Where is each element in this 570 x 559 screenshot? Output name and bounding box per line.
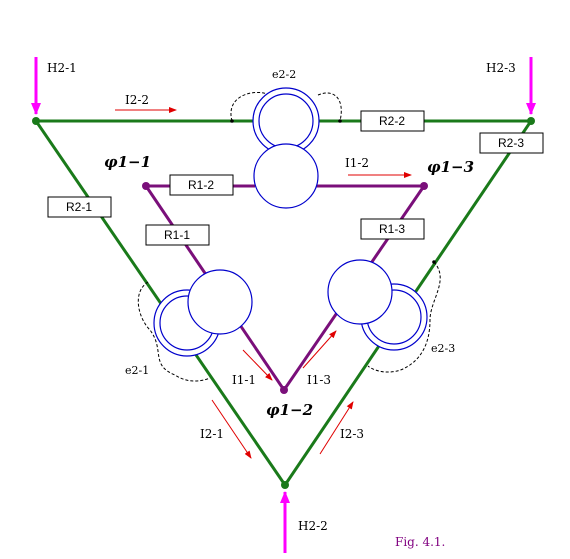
node-top-left (32, 117, 40, 125)
figure-caption: Fig. 4.1. (395, 535, 445, 549)
node-bottom (281, 481, 289, 489)
r1-3-label: R1-3 (379, 222, 405, 236)
resistor-r2-1: R2-1 (47, 196, 112, 218)
i2-1-label: I2-1 (200, 427, 224, 441)
e2-3-loop (367, 261, 441, 373)
r1-2-label: R1-2 (188, 178, 214, 192)
i2-3-label: I2-3 (340, 427, 364, 441)
e2-2-tick-left (230, 119, 234, 123)
node-top-right (527, 117, 535, 125)
h2-1-label: H2-1 (47, 61, 77, 75)
h2-3-label: H2-3 (486, 61, 516, 75)
node-phi-1-3 (420, 182, 428, 190)
winding-r1-2 (253, 143, 319, 209)
i2-1-arrow (211, 399, 252, 459)
e2-3-label: e2-3 (431, 342, 455, 355)
i2-3-arrow (319, 401, 354, 455)
i1-3-label: I1-3 (307, 373, 331, 387)
resistor-r1-1: R1-1 (145, 224, 210, 246)
r2-2-label: R2-2 (379, 114, 405, 128)
e2-2-tick-right (338, 119, 342, 123)
i1-2-label: I1-2 (345, 156, 369, 170)
i1-3-arrow (302, 330, 337, 369)
phi-1-2-label: φ1−2 (266, 401, 313, 419)
e2-2-label: e2-2 (272, 68, 296, 81)
i2-2-label: I2-2 (125, 93, 149, 107)
r1-1-label: R1-1 (164, 228, 190, 242)
transformer-right (327, 259, 428, 351)
resistor-r2-2: R2-2 (360, 110, 425, 132)
e2-2-loop (230, 91, 342, 122)
winding-r1-3 (327, 259, 393, 325)
i1-1-arrow (242, 349, 273, 381)
node-phi-1-2 (280, 386, 288, 394)
winding-r1-1 (187, 269, 253, 335)
resistor-r1-2: R1-2 (169, 174, 234, 196)
r2-1-label: R2-1 (66, 200, 92, 214)
h2-2-label: H2-2 (298, 519, 328, 533)
phi-1-1-label: φ1−1 (104, 153, 151, 171)
e2-1-label: e2-1 (125, 364, 149, 377)
e2-1-loop (137, 281, 211, 382)
phi-1-3-label: φ1−3 (427, 158, 474, 176)
r2-3-label: R2-3 (498, 136, 524, 150)
i1-1-label: I1-1 (232, 373, 256, 387)
transformer-left (153, 269, 253, 357)
e2-3-tick (432, 260, 436, 264)
resistor-r1-3: R1-3 (360, 218, 425, 240)
transformer-top (252, 87, 320, 209)
node-phi-1-1 (142, 182, 150, 190)
winding-e2-2-inner (258, 93, 314, 149)
resistor-r2-3: R2-3 (479, 132, 544, 154)
